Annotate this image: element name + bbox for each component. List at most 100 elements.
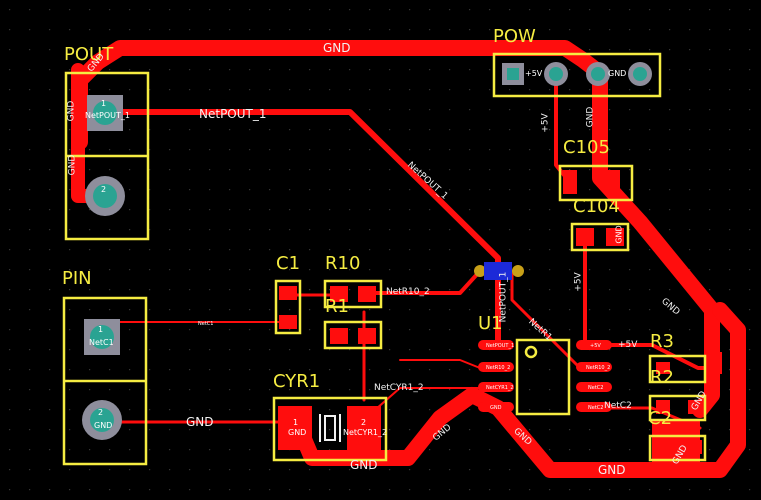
u1-pin-8[interactable] [576,340,612,350]
pow-outline [492,52,662,98]
net-label-gnd-bottom: GND [350,458,378,472]
via-right[interactable] [512,265,524,277]
c1-ref: C1 [276,253,301,274]
via-left[interactable] [474,265,486,277]
u1-pin1-marker [524,345,538,359]
r2-pad-1[interactable] [656,400,670,414]
r3-ref: R3 [650,331,674,352]
cyr1-pad-2-net: NetCYR1_2 [343,428,388,437]
net-label-gnd-top: GND [323,41,351,55]
u1-pin5-label: NetC2 [588,405,604,411]
net-label-netc2: NetC2 [604,401,632,411]
cyr1-pad-2[interactable] [347,406,381,450]
u1-top-pad[interactable] [484,262,512,280]
u1-pin2-label: NetR10_2 [486,365,511,371]
net-label-5v-u1: +5V [618,340,638,350]
u1-pin6-label: NetC2 [588,385,604,391]
c104-pad-net: GND [614,225,624,244]
net-label-5v-c104: +5V [573,272,584,292]
c104-pad-1[interactable] [576,228,594,246]
pin-pad-2-num: 2 [98,408,104,417]
pow-pad-3-hole [591,67,605,81]
cyr1-pad-1-num: 1 [293,418,299,427]
pout-pad-1-num: 1 [101,99,107,108]
c1-outline [274,279,302,335]
net-label-netr10-2: NetR10_2 [386,287,430,297]
net-label-gnd-right-bottom: GND [598,463,626,477]
cyr1-ref: CYR1 [273,371,321,392]
u1-pin1-label: NetPOUT_1 [486,343,515,349]
u1-pin-1[interactable] [478,340,514,350]
u1-pin7-label: NetR10_2 [586,365,611,371]
pout-pad-1-hole [93,101,117,125]
r1-ref: R1 [325,296,349,317]
pout-pad-2-hole [93,184,117,208]
pin-pad-2-net: GND [94,421,113,430]
cyr1-crystal-symbol [319,414,341,442]
r10-pad-1[interactable] [330,286,348,302]
trace-netr10-2[interactable] [366,269,482,295]
pow-pin1-label: +5V [525,69,543,78]
pout-pad-1-net: NetPOUT_1 [85,111,130,120]
net-label-netpout1-vert: NetPOUT_1 [498,271,509,323]
pow-pin3-label: GND [608,69,627,78]
net-label-netpout1: NetPOUT_1 [199,107,267,121]
r3-outline [648,354,707,384]
r1-outline [323,320,383,350]
net-label-gnd-pin: GND [186,415,214,429]
net-label-netcyr1-2-trace: NetCYR1_2 [374,383,424,393]
pin-pad-1-hole [90,325,114,349]
pow-pad-1-hole [507,68,519,80]
c104-ref: C104 [573,196,620,217]
r3-pad-2[interactable] [712,352,722,374]
u1-pin-2[interactable] [478,362,514,372]
c1-pad-1[interactable] [279,286,297,300]
pin-pad-2-hole [90,408,114,432]
c2-pad-1[interactable] [656,440,670,454]
r10-pad-2[interactable] [358,286,376,302]
r2-pad-2[interactable] [688,400,702,414]
u1-pin8-label: +5V [590,343,601,349]
u1-pin-7[interactable] [576,362,612,372]
u1-body [515,338,571,416]
pout-ref: POUT [64,44,114,65]
r1-pad-1[interactable] [330,328,348,344]
pout-pad-2-num: 2 [101,185,107,194]
c104-pad-2[interactable] [606,228,624,246]
c2-outline [648,434,707,462]
cyr1-pad-2-num: 2 [361,418,367,427]
c105-ref: C105 [563,137,610,158]
r10-ref: R10 [325,253,361,274]
pin-ref: PIN [62,268,92,289]
c105-pad-1[interactable] [563,170,577,194]
pow-pad-4-hole [633,67,647,81]
cyr1-pad-1[interactable] [278,406,312,450]
pin-pad-1-net: NetC1 [89,338,114,347]
r3-pad-1[interactable] [656,362,670,374]
u1-pin-5[interactable] [576,402,612,412]
pow-ref: POW [493,26,536,47]
trace-u1-left-stub[interactable] [399,359,486,371]
r1-pad-2[interactable] [358,328,376,344]
c105-pad-2[interactable] [606,170,620,194]
u1-ref: U1 [478,313,503,334]
r10-outline [323,279,383,309]
u1-pin4-label: GND [490,405,502,411]
u1-pin3-label: NetCYR1_2 [486,385,514,391]
c2-ref: C2 [648,408,673,429]
c1-pad-2[interactable] [279,315,297,329]
cyr1-outline [272,396,388,462]
net-label-gnd-pout-left-2: GND [67,154,78,176]
net-label-5v-vert: +5V [540,113,551,133]
c2-pad-2[interactable] [688,440,702,454]
c105-outline [558,164,634,202]
c104-outline [570,222,630,252]
u1-pin-6[interactable] [576,382,612,392]
u1-pin-3[interactable] [478,382,514,392]
net-label-gnd-vert: GND [585,106,596,128]
trace-netpout1[interactable] [102,109,501,348]
u1-pin-4[interactable] [478,402,514,412]
r2-outline [648,394,707,422]
